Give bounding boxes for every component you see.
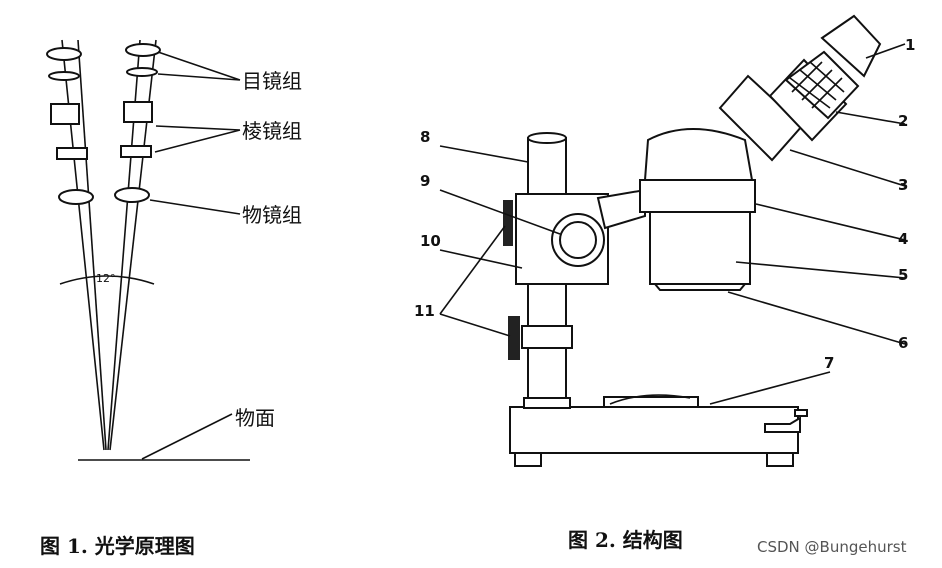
objective-label: 物镜组 — [242, 203, 302, 227]
object-plane-leader — [141, 413, 233, 460]
prism-leader — [154, 125, 241, 153]
microscope-base — [509, 394, 808, 467]
part-number-8: 8 — [420, 128, 430, 146]
part-number-7: 7 — [824, 354, 834, 372]
prism-label: 棱镜组 — [242, 119, 302, 143]
part-number-5: 5 — [898, 266, 908, 284]
knob-upper — [503, 200, 513, 246]
part-number-10: 10 — [420, 232, 441, 250]
eyepiece-leader — [157, 51, 241, 81]
objective-leader — [149, 199, 241, 215]
light-path-left-inner — [77, 39, 107, 451]
figure1-caption: 图 1. 光学原理图 — [40, 534, 195, 558]
focusing-block — [515, 193, 609, 285]
part-number-4: 4 — [898, 230, 908, 248]
eyepiece-tube — [718, 14, 882, 162]
optical-principle-diagram: 12° 目镜组 棱镜组 物镜组 物面 — [46, 39, 302, 461]
part-number-2: 2 — [898, 112, 908, 130]
arm — [596, 188, 646, 230]
knob-lower — [508, 316, 520, 360]
angle-arc — [59, 275, 155, 285]
microscope-body — [639, 128, 756, 291]
part-number-11: 11 — [414, 302, 435, 320]
eyepiece-lens-group — [46, 43, 161, 81]
part-leaders — [439, 43, 906, 405]
part-number-9: 9 — [420, 172, 430, 190]
angle-label: 12° — [96, 272, 116, 285]
part-number-3: 3 — [898, 176, 908, 194]
objective-lens-group — [58, 187, 150, 205]
microscope-structure-diagram: 1 2 3 4 5 6 7 8 9 10 11 — [414, 14, 915, 467]
figure2-caption: 图 2. 结构图 — [568, 528, 683, 552]
prism-group — [50, 101, 153, 160]
part-number-1: 1 — [905, 36, 915, 54]
eyepiece-label: 目镜组 — [242, 69, 302, 93]
object-plane-label: 物面 — [235, 406, 275, 430]
watermark: CSDN @Bungehurst — [757, 538, 907, 556]
part-number-6: 6 — [898, 334, 908, 352]
